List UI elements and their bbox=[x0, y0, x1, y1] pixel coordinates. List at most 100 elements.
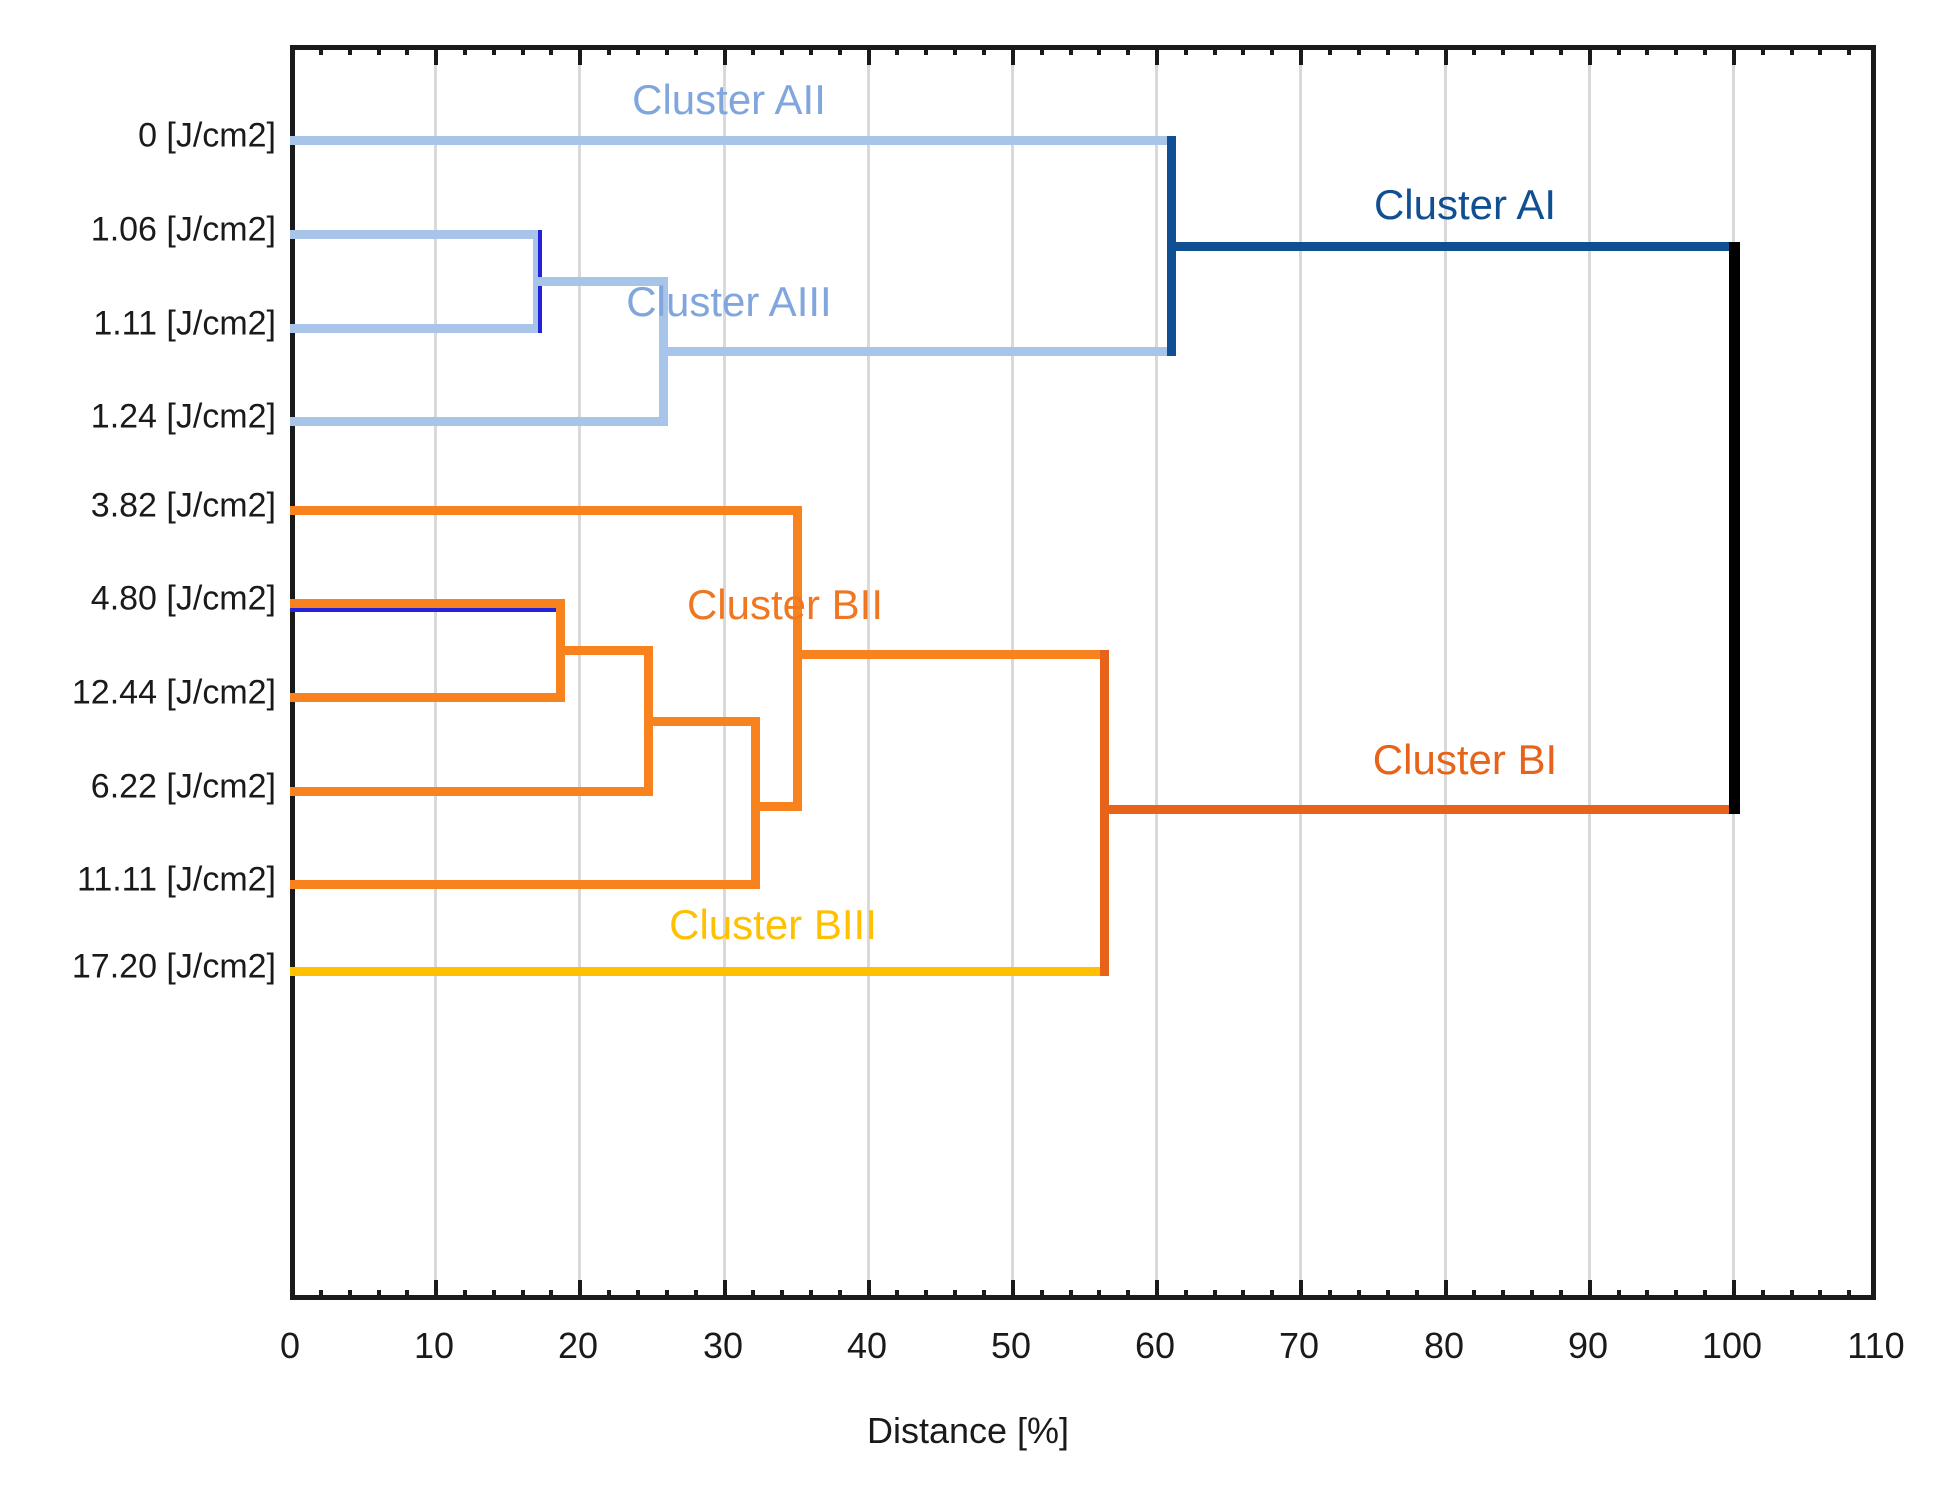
gridline-10 bbox=[434, 45, 437, 1300]
tick-top-36 bbox=[809, 45, 813, 55]
tick-bottom-100 bbox=[1732, 1280, 1736, 1300]
tick-top-78 bbox=[1415, 45, 1419, 55]
tick-top-16 bbox=[521, 45, 525, 55]
tick-bottom-74 bbox=[1357, 1290, 1361, 1300]
tick-bottom-96 bbox=[1674, 1290, 1678, 1300]
tick-top-34 bbox=[780, 45, 784, 55]
tick-top-58 bbox=[1126, 45, 1130, 55]
tick-bottom-58 bbox=[1126, 1290, 1130, 1300]
tick-top-96 bbox=[1674, 45, 1678, 55]
tick-bottom-6 bbox=[377, 1290, 381, 1300]
xtick-label-50: 50 bbox=[990, 1325, 1032, 1366]
tick-top-104 bbox=[1790, 45, 1794, 55]
tick-bottom-80 bbox=[1444, 1280, 1448, 1300]
branch-leaf-382-horizontal bbox=[290, 506, 802, 515]
tick-bottom-84 bbox=[1501, 1290, 1505, 1300]
xtick-label-40: 40 bbox=[846, 1325, 888, 1366]
tick-bottom-66 bbox=[1241, 1290, 1245, 1300]
leaf-label-111: 1.11 [J/cm2] bbox=[93, 304, 276, 343]
tick-top-2 bbox=[319, 45, 323, 55]
tick-bottom-46 bbox=[953, 1290, 957, 1300]
branch-leaf-1720-horizontal bbox=[290, 967, 1109, 976]
plot-area: Cluster AII Cluster AI Cluster AIII Clus… bbox=[290, 45, 1876, 1300]
tick-top-90 bbox=[1588, 45, 1592, 65]
xtick-label-10: 10 bbox=[413, 1325, 455, 1366]
gridline-30 bbox=[723, 45, 726, 1300]
tick-bottom-36 bbox=[809, 1290, 813, 1300]
tick-top-76 bbox=[1386, 45, 1390, 55]
cluster-label-aii: Cluster AII bbox=[632, 76, 826, 123]
gridline-70 bbox=[1299, 45, 1302, 1300]
tick-top-88 bbox=[1559, 45, 1563, 55]
tick-top-68 bbox=[1270, 45, 1274, 55]
tick-top-100 bbox=[1732, 45, 1736, 65]
tick-bottom-98 bbox=[1703, 1290, 1707, 1300]
tick-bottom-102 bbox=[1761, 1290, 1765, 1300]
tick-top-40 bbox=[867, 45, 871, 65]
tick-bottom-30 bbox=[723, 1280, 727, 1300]
cluster-label-bii: Cluster BII bbox=[686, 581, 884, 628]
branch-bii-a-horizontal bbox=[556, 646, 644, 655]
branch-leaf-124-horizontal bbox=[290, 417, 668, 426]
tick-top-6 bbox=[377, 45, 381, 55]
branch-aiii-inner-horizontal bbox=[533, 277, 668, 286]
branch-leaf-1111-horizontal bbox=[290, 880, 760, 889]
tick-bottom-72 bbox=[1328, 1290, 1332, 1300]
tick-bottom-34 bbox=[780, 1290, 784, 1300]
gridline-60 bbox=[1155, 45, 1158, 1300]
xtick-label-70: 70 bbox=[1278, 1325, 1320, 1366]
tick-top-64 bbox=[1213, 45, 1217, 55]
leaf-label-0: 0 [J/cm2] bbox=[138, 116, 276, 155]
tick-bottom-22 bbox=[607, 1290, 611, 1300]
xtick-label-30: 30 bbox=[702, 1325, 744, 1366]
tick-top-62 bbox=[1184, 45, 1188, 55]
tick-bottom-14 bbox=[492, 1290, 496, 1300]
tick-bottom-52 bbox=[1040, 1290, 1044, 1300]
tick-top-74 bbox=[1357, 45, 1361, 55]
tick-top-106 bbox=[1818, 45, 1822, 55]
tick-bottom-42 bbox=[895, 1290, 899, 1300]
tick-bottom-106 bbox=[1818, 1290, 1822, 1300]
leaf-label-622: 6.22 [J/cm2] bbox=[90, 767, 276, 806]
tick-top-108 bbox=[1847, 45, 1851, 55]
branch-bii-b-horizontal bbox=[644, 717, 751, 726]
xtick-label-100: 100 bbox=[1701, 1325, 1763, 1366]
tick-top-82 bbox=[1472, 45, 1476, 55]
tick-top-54 bbox=[1069, 45, 1073, 55]
tick-bottom-54 bbox=[1069, 1290, 1073, 1300]
tick-top-22 bbox=[607, 45, 611, 55]
tick-bottom-104 bbox=[1790, 1290, 1794, 1300]
tick-top-20 bbox=[578, 45, 582, 65]
leaf-label-1720: 17.20 [J/cm2] bbox=[71, 947, 276, 986]
tick-bottom-16 bbox=[521, 1290, 525, 1300]
tick-top-92 bbox=[1617, 45, 1621, 55]
tick-top-32 bbox=[751, 45, 755, 55]
xtick-label-0: 0 bbox=[279, 1325, 301, 1366]
tick-top-48 bbox=[982, 45, 986, 55]
branch-cluster-ai-horizontal bbox=[1167, 242, 1737, 251]
tick-bottom-82 bbox=[1472, 1290, 1476, 1300]
tick-bottom-44 bbox=[924, 1290, 928, 1300]
tick-bottom-48 bbox=[982, 1290, 986, 1300]
leaf-label-1244: 12.44 [J/cm2] bbox=[71, 673, 276, 712]
x-axis-title: Distance [%] bbox=[866, 1410, 1070, 1451]
tick-bottom-18 bbox=[549, 1290, 553, 1300]
tick-bottom-78 bbox=[1415, 1290, 1419, 1300]
tick-bottom-12 bbox=[463, 1290, 467, 1300]
tick-bottom-38 bbox=[838, 1290, 842, 1300]
tick-bottom-68 bbox=[1270, 1290, 1274, 1300]
tick-bottom-86 bbox=[1530, 1290, 1534, 1300]
tick-bottom-8 bbox=[405, 1290, 409, 1300]
gridline-80 bbox=[1444, 45, 1447, 1300]
tick-top-24 bbox=[636, 45, 640, 55]
tick-bottom-50 bbox=[1011, 1280, 1015, 1300]
branch-leaf-480-horizontal bbox=[290, 599, 565, 608]
branch-cluster-bii-horizontal bbox=[793, 650, 1109, 659]
tick-top-10 bbox=[434, 45, 438, 65]
leaf-label-1111: 11.11 [J/cm2] bbox=[76, 860, 276, 899]
tick-bottom-24 bbox=[636, 1290, 640, 1300]
tick-top-46 bbox=[953, 45, 957, 55]
cluster-label-aiii: Cluster AIII bbox=[626, 278, 832, 325]
branch-leaf-480-accent bbox=[290, 608, 562, 612]
